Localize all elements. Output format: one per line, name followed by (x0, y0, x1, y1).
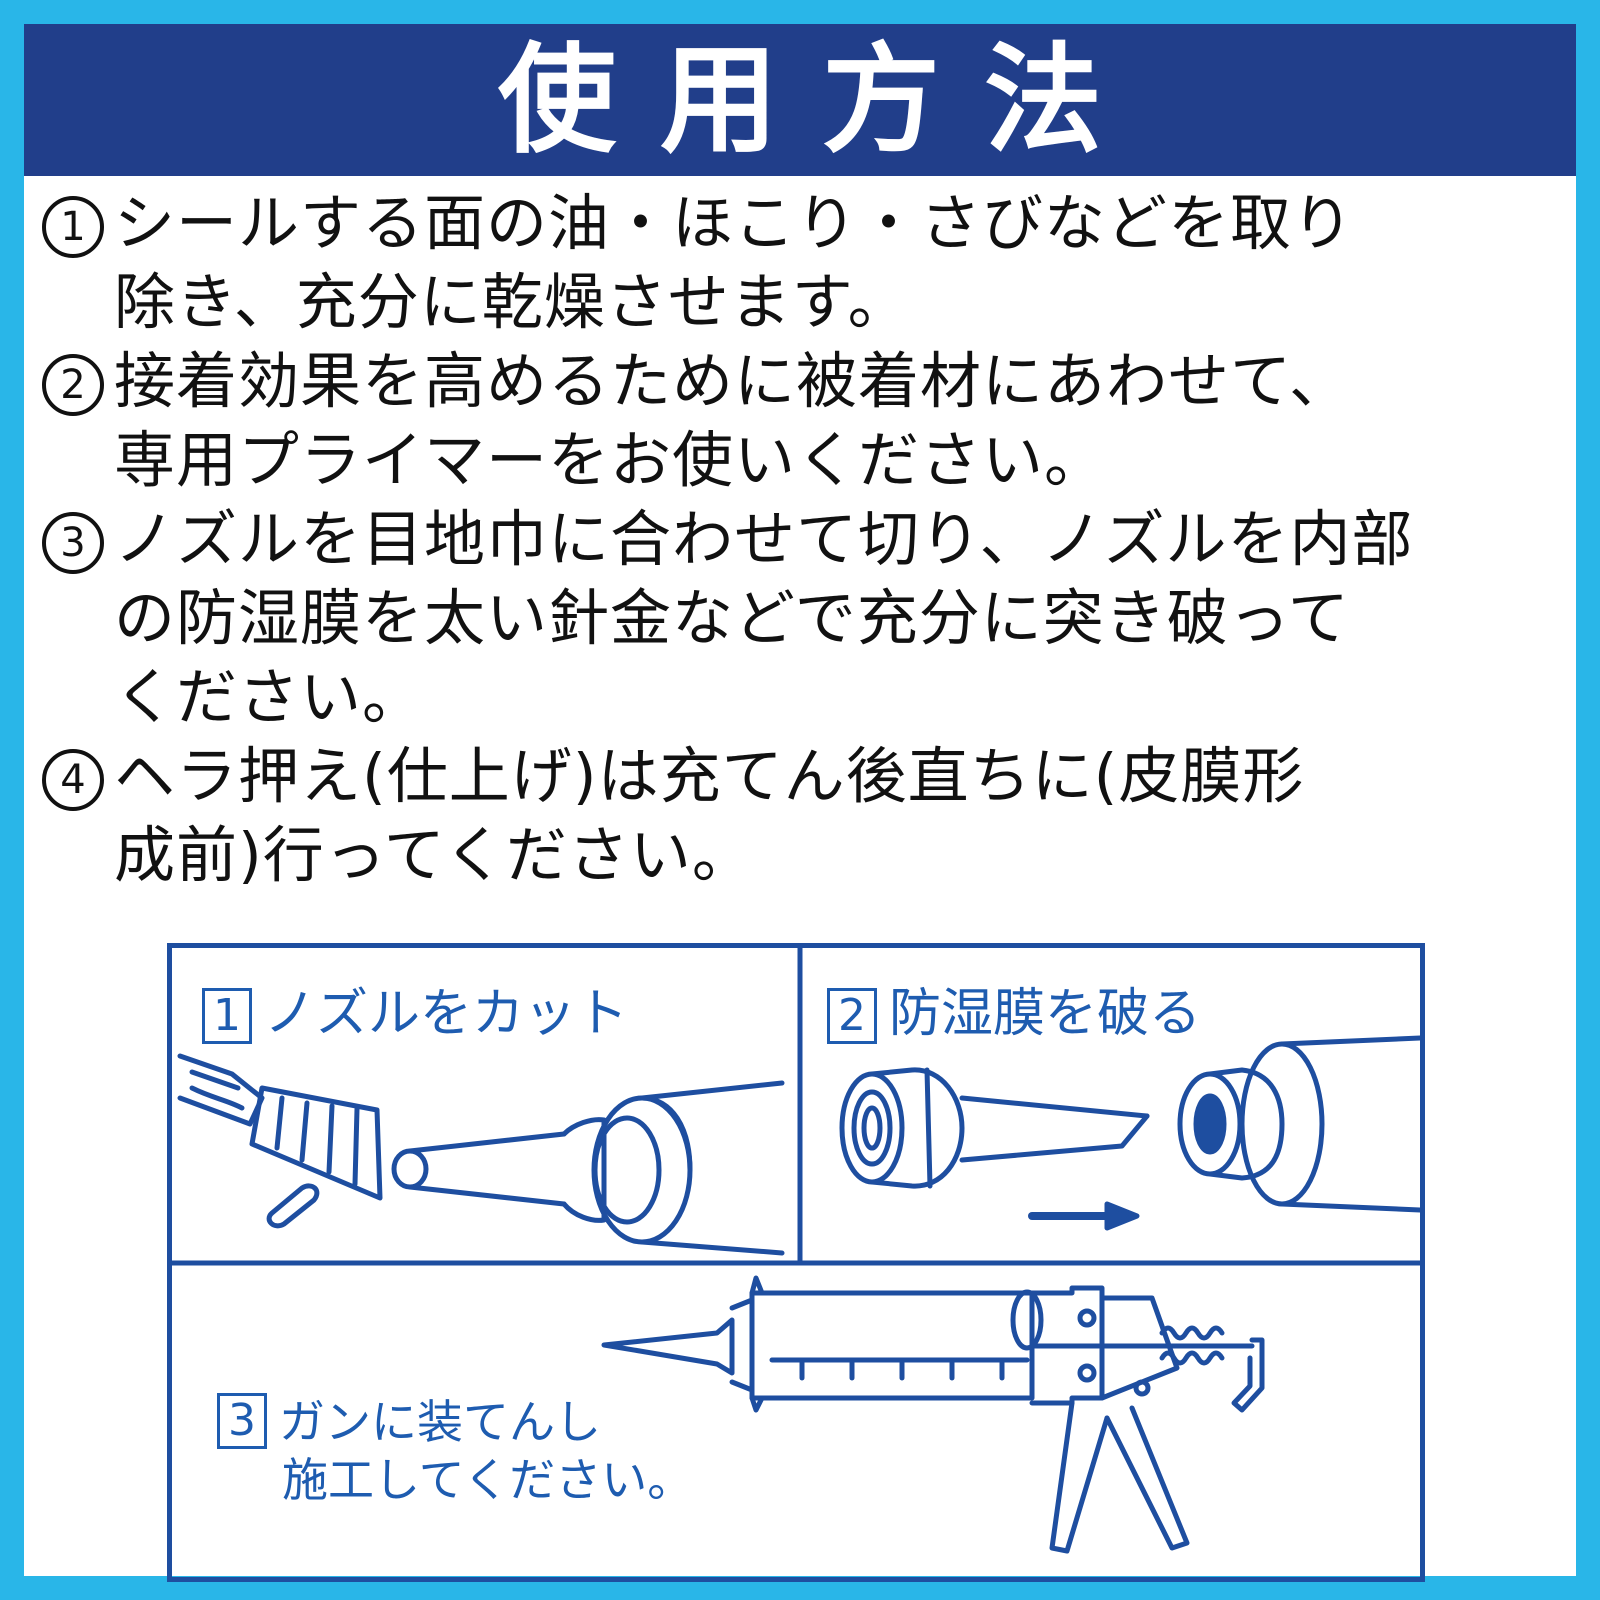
step-text-line: シールする面の油・ほこり・さびなどを取り (114, 188, 1355, 259)
illustration-svg (172, 948, 1420, 1554)
nozzle-cap-icon (839, 1067, 1150, 1189)
step-number: 4 (42, 749, 104, 811)
panel-3-text-line: ガンに装てんし (279, 1395, 601, 1449)
step-text-line: 成前)行ってください。 (114, 820, 754, 891)
step-text-line: 接着効果を高めるために被着材にあわせて、 (114, 346, 1351, 417)
arrow-right-icon (1028, 1201, 1140, 1231)
panel-2-text: 防湿膜を破る (889, 984, 1202, 1044)
panel-1-number: 1 (202, 988, 252, 1044)
step-text-line: 除き、充分に乾燥させます。 (114, 267, 910, 338)
steps-list: 1 シールする面の油・ほこり・さびなどを取り 除き、充分に乾燥させます。 2 接… (32, 184, 1562, 895)
step-number: 1 (42, 196, 104, 258)
step-1: 1 シールする面の油・ほこり・さびなどを取り 除き、充分に乾燥させます。 (32, 184, 1562, 342)
page-title: 使用方法 (497, 31, 1146, 169)
panel-3-text-line: 施工してください。 (282, 1453, 694, 1507)
instruction-card: 使用方法 1 シールする面の油・ほこり・さびなどを取り 除き、充分に乾燥させます… (24, 24, 1576, 1582)
step-2: 2 接着効果を高めるために被着材にあわせて、 専用プライマーをお使いください。 (32, 342, 1562, 500)
step-3: 3 ノズルを目地巾に合わせて切り、ノズルを内部 の防湿膜を太い針金などで充分に突… (32, 500, 1562, 737)
step-number: 2 (42, 354, 104, 416)
step-number: 3 (42, 512, 104, 574)
panel-2-number: 2 (827, 988, 877, 1044)
step-text-line: ヘラ押え(仕上げ)は充てん後直ちに(皮膜形 (114, 741, 1305, 812)
cartridge-membrane-icon (1177, 1035, 1420, 1213)
step-text-line: 専用プライマーをお使いください。 (114, 425, 1107, 496)
panel-1-text: ノズルをカット (264, 984, 629, 1044)
panel-3-number: 3 (217, 1393, 267, 1449)
cartridge-nozzle-icon (391, 1080, 785, 1256)
step-text-line: ください。 (114, 662, 425, 733)
cut-tip-icon (266, 1183, 320, 1229)
step-4: 4 ヘラ押え(仕上げ)は充てん後直ちに(皮膜形 成前)行ってください。 (32, 737, 1562, 895)
step-text-line: ノズルを目地巾に合わせて切り、ノズルを内部 (114, 504, 1414, 575)
cutter-knife-icon (177, 1053, 383, 1201)
caulking-gun-icon (601, 1275, 1265, 1554)
title-banner: 使用方法 (24, 24, 1576, 176)
step-text-line: の防湿膜を太い針金などで充分に突き破って (114, 583, 1350, 654)
